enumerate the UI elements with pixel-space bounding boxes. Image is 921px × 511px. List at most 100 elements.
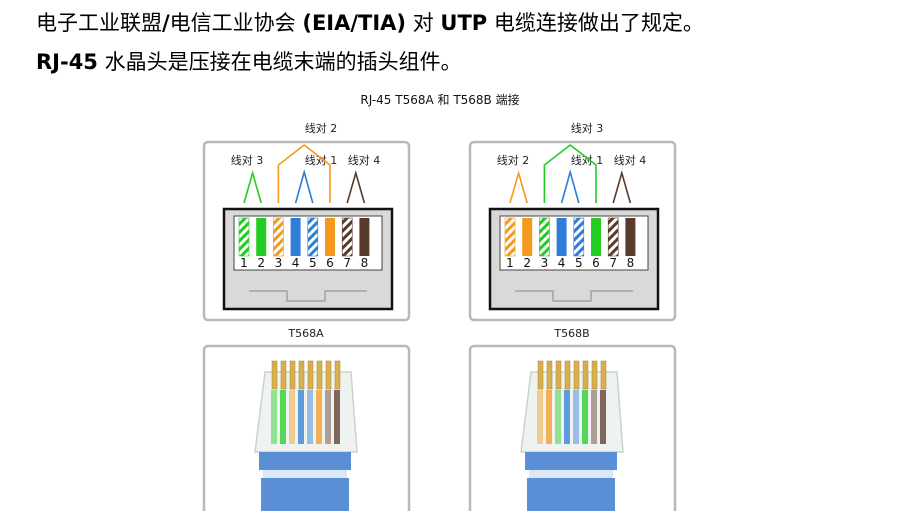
pin-number: 1 xyxy=(240,256,248,270)
gold-contact xyxy=(600,360,607,390)
wire-pin-8 xyxy=(359,218,370,256)
plug-wire xyxy=(325,390,331,444)
plug-wire xyxy=(537,390,543,444)
wire-pin-7 xyxy=(341,217,353,257)
pair-label: 线对 4 xyxy=(614,153,647,167)
pair-label: 线对 4 xyxy=(348,153,381,167)
gold-contact xyxy=(546,360,553,390)
wire-pin-3 xyxy=(273,217,284,257)
pin-number: 8 xyxy=(627,256,635,270)
plug-wire xyxy=(591,390,597,444)
pair-marker-center xyxy=(294,169,314,204)
line1-segment: 电子工业联盟 xyxy=(36,11,162,35)
wire-pin-1 xyxy=(238,217,250,257)
pin-number: 4 xyxy=(292,256,300,270)
wire-pin-2 xyxy=(256,218,267,256)
plug-shell xyxy=(520,371,624,453)
cable-band-2 xyxy=(527,478,615,511)
pair-marker-outer xyxy=(543,143,597,203)
wire-pin-1 xyxy=(504,217,516,257)
pair-label: 线对 1 xyxy=(571,153,604,167)
wire-pin-2 xyxy=(522,218,533,256)
pair-marker-left xyxy=(243,170,262,204)
top-pair-label: 线对 3 xyxy=(571,121,604,135)
standard-name: T568B xyxy=(553,327,589,340)
plug-wire xyxy=(564,390,570,444)
intro-line-1: 电子工业联盟/电信工业协会 (EIA/TIA) 对 UTP 电缆连接做出了规定。 xyxy=(36,8,704,38)
gold-contact xyxy=(564,360,571,390)
plug-wire xyxy=(582,390,588,444)
pin-number: 6 xyxy=(326,256,334,270)
plug-wire xyxy=(289,390,295,444)
wire-pin-8 xyxy=(625,218,636,256)
pin-number: 4 xyxy=(558,256,566,270)
cable-band-2 xyxy=(261,478,349,511)
gold-contact xyxy=(537,360,544,390)
pin-number: 8 xyxy=(361,256,369,270)
line1-segment: UTP xyxy=(440,11,488,35)
plug-shell xyxy=(254,371,358,453)
rj45-termination-diagram: RJ-45 T568A 和 T568B 端接 线对 2 线对 3 线对 1 线对 4 1… xyxy=(202,92,677,511)
pin-number: 5 xyxy=(575,256,583,270)
line2-segment: 水晶头是压接在电缆末端的插头组件。 xyxy=(97,50,462,74)
gold-contact xyxy=(555,360,562,390)
wire-pin-3 xyxy=(539,217,550,257)
line1-segment: / xyxy=(162,11,170,35)
pair-label: 线对 2 xyxy=(497,153,530,167)
pair-marker-outer xyxy=(277,143,331,203)
plug-wire xyxy=(600,390,606,444)
gold-contact xyxy=(591,360,598,390)
wire-pin-6 xyxy=(591,218,601,256)
cable-gap xyxy=(263,470,347,478)
plug-wire xyxy=(298,390,304,444)
pin-number: 2 xyxy=(523,256,531,270)
gold-contact xyxy=(289,360,296,390)
cable-gap xyxy=(529,470,613,478)
latch-outline xyxy=(515,290,633,302)
plug-wire xyxy=(307,390,313,444)
cable-band-1 xyxy=(259,452,351,470)
plug-wire xyxy=(546,390,552,444)
pin-number: 5 xyxy=(309,256,317,270)
pair-marker-center xyxy=(560,169,580,204)
plug-wire xyxy=(573,390,579,444)
pair-marker-left xyxy=(509,170,528,204)
pin-number: 1 xyxy=(506,256,514,270)
pin-number: 7 xyxy=(343,256,351,270)
wire-pin-7 xyxy=(607,217,619,257)
plug-wire xyxy=(334,390,340,444)
latch-outline xyxy=(249,290,367,302)
line1-segment: (EIA/TIA) xyxy=(302,11,407,35)
wire-pin-6 xyxy=(325,218,335,256)
line1-segment: 电缆连接做出了规定。 xyxy=(487,11,704,35)
pin-number: 3 xyxy=(541,256,549,270)
gold-contact xyxy=(280,360,287,390)
pair-marker-right xyxy=(612,170,632,204)
gold-contact xyxy=(298,360,305,390)
line1-segment: 电信工业协会 xyxy=(169,11,303,35)
wire-pin-5 xyxy=(307,217,319,257)
wire-pin-4 xyxy=(556,218,567,256)
pair-label: 线对 3 xyxy=(231,153,264,167)
gold-contact xyxy=(316,360,323,390)
gold-contact xyxy=(271,360,278,390)
intro-line-2: RJ-45 水晶头是压接在电缆末端的插头组件。 xyxy=(36,47,462,77)
gold-contact xyxy=(325,360,332,390)
plug-wire xyxy=(280,390,286,444)
wire-pin-4 xyxy=(290,218,301,256)
line2-segment: RJ-45 xyxy=(36,50,98,74)
pair-marker-right xyxy=(346,170,366,204)
plug-wire xyxy=(271,390,277,444)
pin-number: 6 xyxy=(592,256,600,270)
pair-label: 线对 1 xyxy=(305,153,338,167)
pin-number: 2 xyxy=(257,256,265,270)
gold-contact xyxy=(573,360,580,390)
pin-number: 3 xyxy=(275,256,283,270)
gold-contact xyxy=(582,360,589,390)
diagram-title: RJ-45 T568A 和 T568B 端接 xyxy=(360,92,519,107)
cable-band-1 xyxy=(525,452,617,470)
wire-pin-5 xyxy=(573,217,585,257)
plug-wire xyxy=(316,390,322,444)
gold-contact xyxy=(307,360,314,390)
